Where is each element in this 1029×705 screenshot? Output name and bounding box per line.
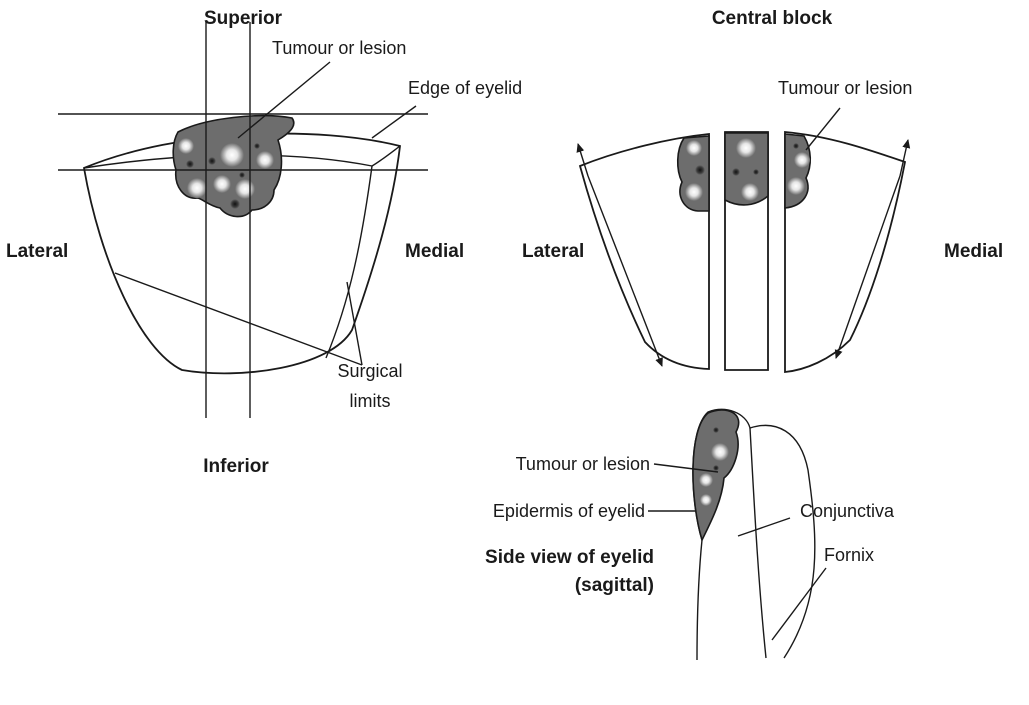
label-fornix: Fornix: [824, 545, 874, 565]
conjunctiva-outline: [750, 428, 766, 658]
side-view-specimen: [648, 409, 826, 660]
label-medial-left: Medial: [405, 241, 464, 262]
label-limits: limits: [350, 391, 391, 411]
central-block-specimen: [578, 108, 908, 372]
label-inferior: Inferior: [203, 456, 269, 477]
label-sagittal: (sagittal): [575, 575, 654, 596]
front-view-specimen: [58, 22, 428, 418]
block-tumour: [678, 133, 811, 211]
label-surgical: Surgical: [337, 361, 402, 381]
label-lateral-left: Lateral: [6, 241, 68, 262]
label-edge-of-eyelid: Edge of eyelid: [408, 78, 522, 98]
label-tumour-side: Tumour or lesion: [516, 454, 650, 474]
label-medial-right: Medial: [944, 241, 1003, 262]
label-conjunctiva: Conjunctiva: [800, 501, 895, 521]
label-central-block: Central block: [712, 8, 833, 29]
label-side-view: Side view of eyelid: [485, 547, 654, 568]
label-tumour-right: Tumour or lesion: [778, 78, 912, 98]
label-lateral-right: Lateral: [522, 241, 584, 262]
label-tumour-left: Tumour or lesion: [272, 38, 406, 58]
label-superior: Superior: [204, 8, 283, 29]
label-epidermis: Epidermis of eyelid: [493, 501, 645, 521]
